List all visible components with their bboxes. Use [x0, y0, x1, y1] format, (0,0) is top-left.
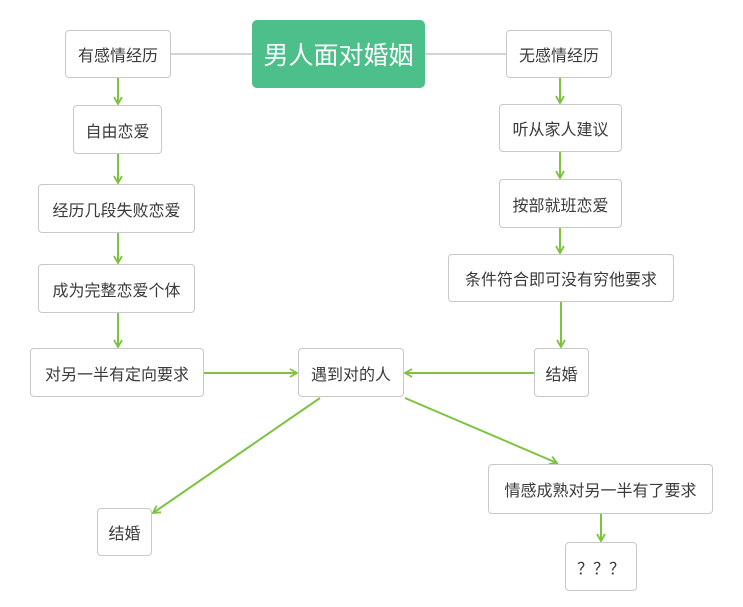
arrow-center-mature: [404, 397, 559, 465]
node-complete-individual[interactable]: 成为完整恋爱个体: [38, 264, 195, 313]
node-meet-right-person[interactable]: 遇到对的人: [298, 348, 404, 397]
root-topic[interactable]: 男人面对婚姻: [252, 20, 425, 88]
node-marry-left[interactable]: 结婚: [97, 508, 152, 556]
node-no-experience[interactable]: 无感情经历: [506, 30, 612, 78]
node-conditions-met[interactable]: 条件符合即可没有穷他要求: [448, 254, 674, 302]
node-family-advice[interactable]: 听从家人建议: [499, 104, 622, 152]
node-routine-love[interactable]: 按部就班恋爱: [499, 179, 622, 228]
node-emotionally-mature[interactable]: 情感成熟对另一半有了要求: [488, 464, 713, 514]
node-free-love[interactable]: 自由恋爱: [73, 105, 162, 154]
node-marry-right[interactable]: 结婚: [534, 348, 589, 397]
node-failed-relationships[interactable]: 经历几段失败恋爱: [38, 184, 195, 233]
node-has-experience[interactable]: 有感情经历: [65, 30, 171, 78]
node-unknown[interactable]: ？？？: [565, 542, 637, 591]
arrow-center-marry: [151, 397, 321, 515]
node-specific-requirements[interactable]: 对另一半有定向要求: [30, 348, 204, 397]
